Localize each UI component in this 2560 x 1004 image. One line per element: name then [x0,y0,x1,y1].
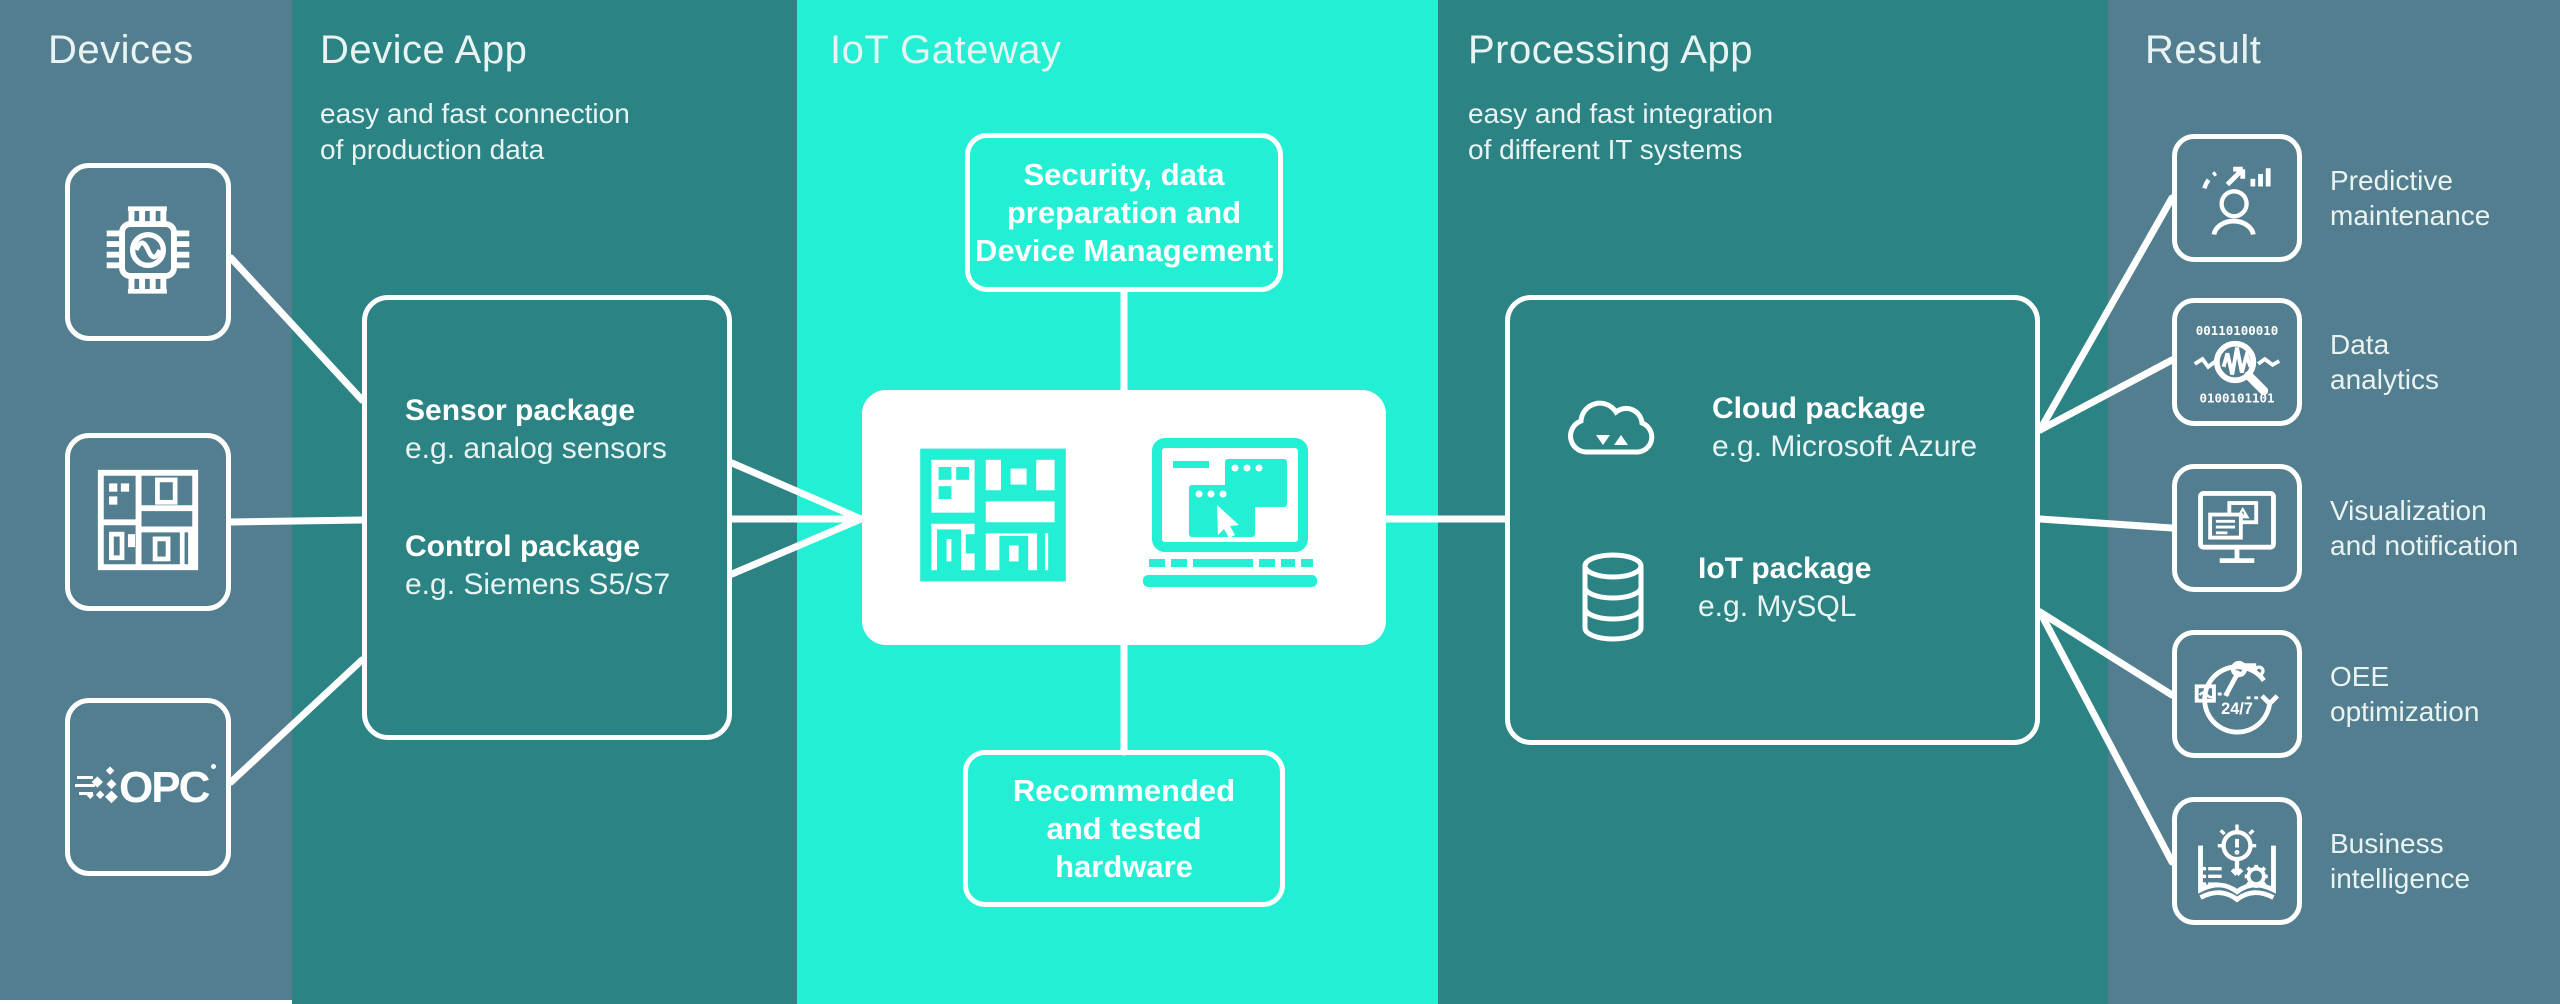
opc-logo-text: OPC [119,763,210,812]
business-intelligence-icon [2172,797,2302,925]
column-device-app-bg [292,0,797,1004]
data-analytics-icon: 00110100010 0100101101 [2172,298,2302,426]
predictive-maintenance-icon [2172,134,2302,262]
device-opc[interactable]: OPC [65,698,231,876]
column-result-bg [2108,0,2560,1004]
processing-app-box: Cloud package e.g. Microsoft Azure IoT p… [1505,295,2040,745]
column-processing-app-bg [1438,0,2108,1004]
security-box-line1: Security, data [1023,156,1225,192]
bottom-edge-strip [0,1000,292,1004]
database-icon [1572,550,1654,653]
sensor-chip-icon [89,191,207,314]
control-package-example: e.g. Siemens S5/S7 [405,568,671,601]
machine-icon [89,461,207,584]
device-app-title: Device App [320,28,528,72]
sensor-package-title: Sensor package [405,394,636,427]
binary-row-top: 00110100010 [2196,323,2279,338]
result-item-business-intelligence[interactable]: Business intelligence [2172,797,2560,925]
hardware-box-line2: and tested [1046,810,1202,846]
opc-logo: OPC [73,752,223,823]
result-label: Predictive maintenance [2330,165,2491,231]
result-item-predictive-maintenance[interactable]: Predictive maintenance [2172,134,2560,262]
security-box-line3: Device Management [974,232,1274,268]
cloud-package-title: Cloud package [1712,392,1926,425]
always-on-text: 24/7 [2221,700,2253,718]
result-title: Result [2145,28,2262,72]
iot-package-title: IoT package [1698,552,1872,585]
iot-package-example: e.g. MySQL [1698,590,1857,623]
device-sensor-chip[interactable] [65,163,231,341]
sensor-package-example: e.g. analog sensors [405,432,667,465]
result-item-visualization[interactable]: Visualization and notification [2172,464,2560,592]
processing-app-subtitle: easy and fast integration of different I… [1468,98,1774,165]
result-label: Data analytics [2330,329,2439,395]
device-app-subtitle: easy and fast connection of production d… [320,98,630,165]
cloud-package-example: e.g. Microsoft Azure [1712,430,1978,463]
oee-optimization-icon: 24/7 [2172,630,2302,758]
device-machine[interactable] [65,433,231,611]
result-label: Business intelligence [2330,828,2471,894]
devices-title: Devices [48,28,194,72]
result-label: Visualization and notification [2330,495,2519,561]
hardware-box-line3: hardware [1055,848,1193,884]
gateway-machine-icon [913,422,1073,613]
device-app-box: Sensor package e.g. analog sensors Contr… [362,295,732,740]
recommended-hardware-box: Recommended and tested hardware [963,750,1285,907]
hardware-box-line1: Recommended [1012,772,1236,808]
processing-app-title: Processing App [1468,28,1753,72]
security-box-line2: preparation and [1006,194,1242,230]
result-item-data-analytics[interactable]: 00110100010 0100101101 Data analytics [2172,298,2560,426]
result-item-oee-optimization[interactable]: 24/7 OEE optimization [2172,630,2560,758]
binary-row-bottom: 0100101101 [2199,390,2274,405]
control-package-title: Control package [405,530,641,563]
gateway-laptop-icon [1125,430,1335,605]
iot-gateway-title: IoT Gateway [830,28,1062,72]
cloud-icon [1558,390,1668,469]
security-box: Security, data preparation and Device Ma… [965,133,1283,292]
result-label: OEE optimization [2330,661,2480,727]
visualization-icon [2172,464,2302,592]
gateway-hardware-box [862,390,1386,645]
